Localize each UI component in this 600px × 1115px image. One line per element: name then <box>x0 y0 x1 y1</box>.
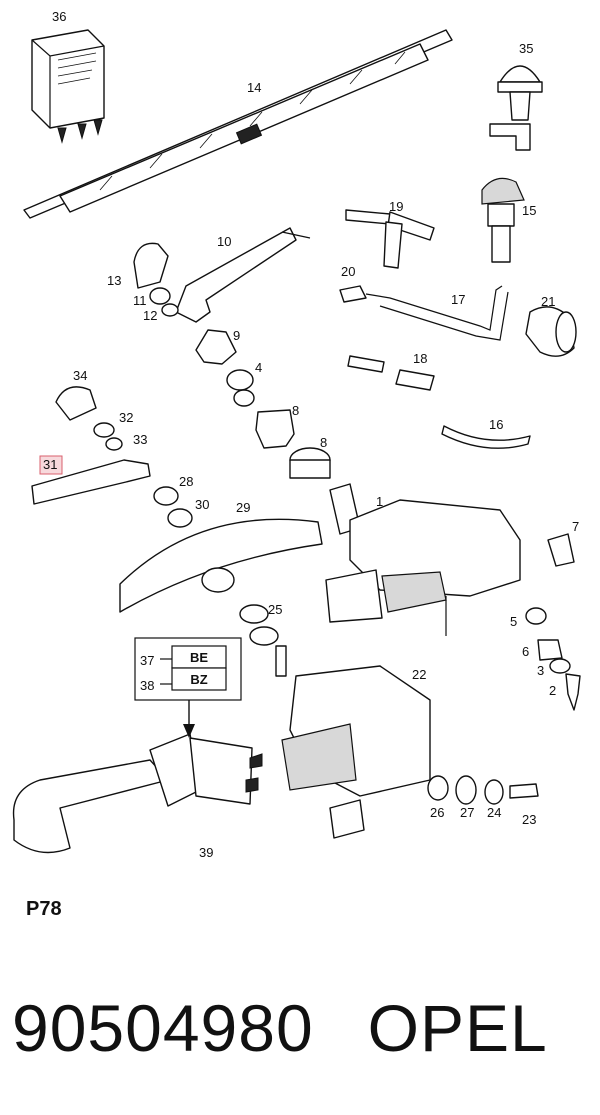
callout-25: 25 <box>268 602 282 617</box>
callout-36: 36 <box>52 9 66 24</box>
washer-nozzle-icon <box>489 65 543 151</box>
callout-38: 38 <box>140 678 154 693</box>
plate-code: P78 <box>26 898 62 920</box>
callout-24: 24 <box>487 805 501 820</box>
callout-13: 13 <box>107 273 121 288</box>
callout-17: 17 <box>451 292 465 307</box>
callout-5: 5 <box>510 614 517 629</box>
callout-4: 4 <box>255 360 262 375</box>
callout-highlight <box>39 455 63 475</box>
callout-10: 10 <box>217 234 231 249</box>
callout-21: 21 <box>541 294 555 309</box>
cover-panel <box>119 518 323 613</box>
callout-11: 11 <box>133 293 147 308</box>
variant-be: BE <box>190 650 208 665</box>
wiper-motor-icon <box>325 483 521 636</box>
variant-table: BE BZ <box>134 637 242 701</box>
washer-nozzle-icon <box>481 177 525 263</box>
washer-hose <box>339 285 509 341</box>
t-connector <box>345 209 435 269</box>
callout-8a: 8 <box>292 403 299 418</box>
brand: OPEL <box>367 991 548 1065</box>
wiper-motor-icon <box>275 645 431 839</box>
callout-30: 30 <box>195 497 209 512</box>
callout-29: 29 <box>236 500 250 515</box>
callout-14: 14 <box>247 80 261 95</box>
callout-6: 6 <box>522 644 529 659</box>
callout-33: 33 <box>133 432 147 447</box>
bushing <box>547 533 575 567</box>
grommet <box>525 306 577 357</box>
arm-cap-small <box>55 386 123 451</box>
callout-22: 22 <box>412 667 426 682</box>
callout-3: 3 <box>537 663 544 678</box>
nut-washer <box>149 287 179 317</box>
callout-2: 2 <box>549 683 556 698</box>
callout-8b: 8 <box>320 435 327 450</box>
nut-washer-rear <box>153 486 193 528</box>
nut-washer-rear-motor <box>239 604 279 646</box>
callout-7: 7 <box>572 519 579 534</box>
callout-18: 18 <box>413 351 427 366</box>
callout-34: 34 <box>73 368 87 383</box>
wiper-switch-icon <box>12 733 263 854</box>
rear-wiper-arm <box>31 459 151 505</box>
callout-23: 23 <box>522 812 536 827</box>
callout-31: 31 <box>43 457 57 472</box>
callout-26: 26 <box>430 805 444 820</box>
exploded-parts-diagram: BE BZ 36 35 14 15 19 10 13 20 17 21 11 1… <box>12 9 581 860</box>
relay-icon <box>31 29 105 144</box>
callout-19: 19 <box>389 199 403 214</box>
callout-27: 27 <box>460 805 474 820</box>
variant-bz: BZ <box>190 672 207 687</box>
callout-12: 12 <box>143 308 157 323</box>
arrow-down-icon <box>183 700 195 738</box>
hose-connectors <box>347 355 435 391</box>
footer: 90504980 OPEL <box>12 978 592 1078</box>
fastener-row-bottom <box>427 775 539 805</box>
part-number: 90504980 <box>12 991 314 1065</box>
fastener-stack-right <box>525 607 581 711</box>
callout-32: 32 <box>119 410 133 425</box>
callout-1: 1 <box>376 494 383 509</box>
arm-cap <box>133 242 169 289</box>
callout-35: 35 <box>519 41 533 56</box>
callout-39: 39 <box>199 845 213 860</box>
wiper-arm <box>175 227 311 323</box>
callout-20: 20 <box>341 264 355 279</box>
washer-hose <box>441 425 531 449</box>
callout-9: 9 <box>233 328 240 343</box>
callout-15: 15 <box>522 203 536 218</box>
seal-stack <box>195 329 331 479</box>
callout-28: 28 <box>179 474 193 489</box>
callout-37: 37 <box>140 653 154 668</box>
wiper-blade-icon <box>23 29 453 219</box>
callout-16: 16 <box>489 417 503 432</box>
